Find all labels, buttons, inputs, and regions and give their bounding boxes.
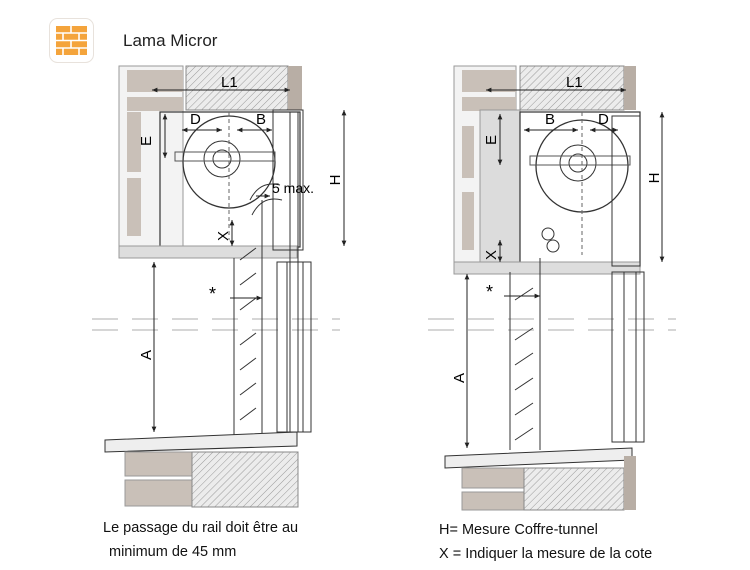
label-5max: 5 max. <box>272 180 314 196</box>
note-h-definition: H= Mesure Coffre-tunnel <box>439 522 598 538</box>
label-b: B <box>545 111 555 128</box>
note-x-definition: X = Indiquer la mesure de la cote <box>439 546 653 562</box>
label-a: A <box>451 373 468 383</box>
label-x: X <box>483 250 500 260</box>
drawing-left: L1 D B E H X A * 5 max. <box>104 65 347 508</box>
label-x: X <box>215 231 232 241</box>
note-rail-passage-line2: minimum de 45 mm <box>109 544 237 560</box>
section-break <box>92 318 676 331</box>
label-e: E <box>138 136 155 146</box>
label-l1: L1 <box>221 74 238 91</box>
label-l1: L1 <box>566 74 583 91</box>
label-d: D <box>598 111 609 128</box>
label-d: D <box>190 111 201 128</box>
drawing-right: L1 B D E H X A * <box>444 65 665 511</box>
label-e: E <box>483 135 500 145</box>
page-title: Lama Micror <box>123 31 218 50</box>
brick-wall-icon <box>49 18 94 63</box>
label-star: * <box>486 282 493 302</box>
note-rail-passage-line1: Le passage du rail doit être au <box>103 520 299 536</box>
label-star: * <box>209 284 216 304</box>
label-h: H <box>327 175 344 186</box>
label-a: A <box>138 350 155 360</box>
label-b: B <box>256 111 266 128</box>
label-h: H <box>646 173 663 184</box>
